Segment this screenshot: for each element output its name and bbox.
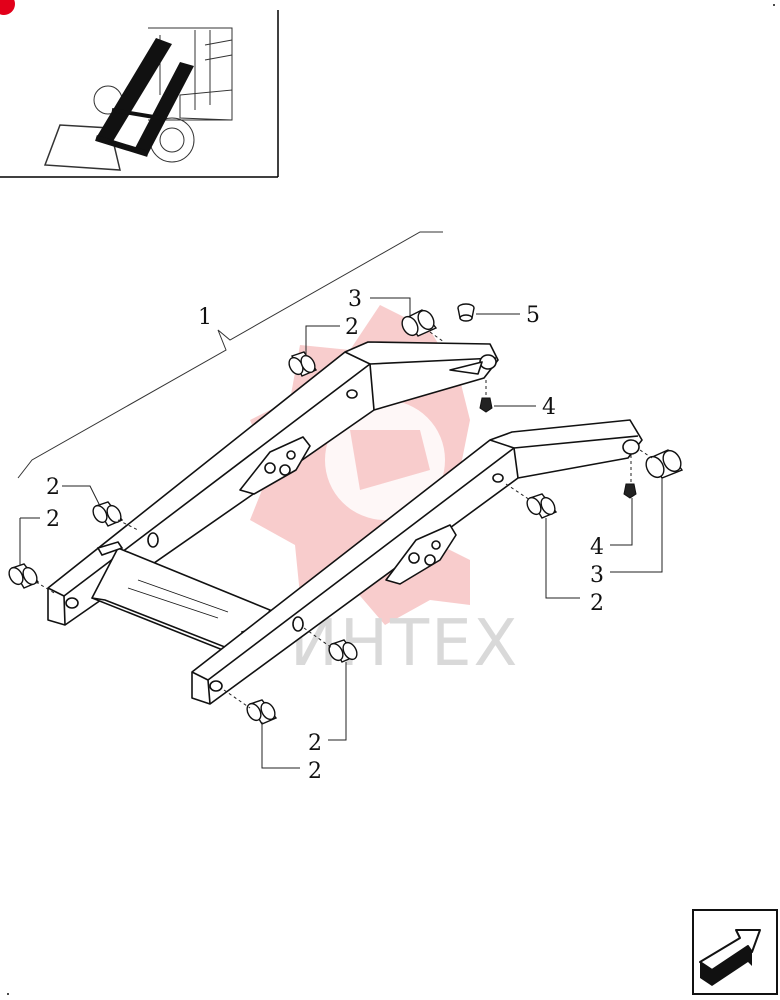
leader-lines — [19, 297, 663, 769]
loader-thumbnail-image — [43, 27, 233, 171]
corner-mark-bottom — [7, 993, 9, 995]
bushing-top-left — [288, 351, 318, 377]
pin-top — [401, 309, 438, 337]
callout-2-left-lower: 2 — [46, 507, 60, 532]
callout-2-left-upper: 2 — [46, 475, 60, 500]
assembly-bracket — [17, 231, 443, 479]
callout-5: 5 — [526, 303, 540, 328]
cap-part — [457, 303, 475, 322]
bushing-left-lower — [8, 563, 40, 589]
watermark-wrench — [350, 430, 430, 490]
loader-arm-highlight — [95, 38, 194, 157]
pin-right — [645, 449, 684, 479]
callout-labels: 1 2 3 5 4 2 2 4 3 2 2 2 — [46, 287, 604, 784]
callout-4-right: 4 — [590, 535, 604, 560]
right-loader-arm — [191, 419, 643, 705]
next-page-arrow-icon[interactable] — [692, 909, 778, 995]
thumbnail-panel — [0, 0, 279, 178]
grease-fittings — [479, 397, 637, 499]
thumbnail-badge — [0, 0, 15, 15]
bushing-center-low — [328, 639, 358, 663]
callout-4-left: 4 — [542, 395, 556, 420]
callout-1: 1 — [198, 305, 212, 330]
pivot-pins — [401, 309, 684, 479]
grease-fitting-right — [623, 483, 637, 499]
callout-3-top: 3 — [348, 287, 362, 312]
grease-fitting-left — [479, 397, 493, 413]
corner-mark-top — [773, 4, 775, 6]
callout-2-bottom: 2 — [308, 759, 322, 784]
bushing-parts — [8, 351, 558, 725]
callout-2-right-arm: 2 — [590, 591, 604, 616]
left-loader-arm — [47, 341, 499, 626]
callout-2-top: 2 — [345, 315, 359, 340]
bushing-left-upper — [92, 501, 124, 527]
bushing-right-arm — [526, 493, 558, 519]
callout-3-right: 3 — [590, 563, 604, 588]
bushing-bottom — [246, 699, 278, 725]
watermark-text: ИНТЕХ — [290, 607, 519, 681]
callout-2-center: 2 — [308, 731, 322, 756]
